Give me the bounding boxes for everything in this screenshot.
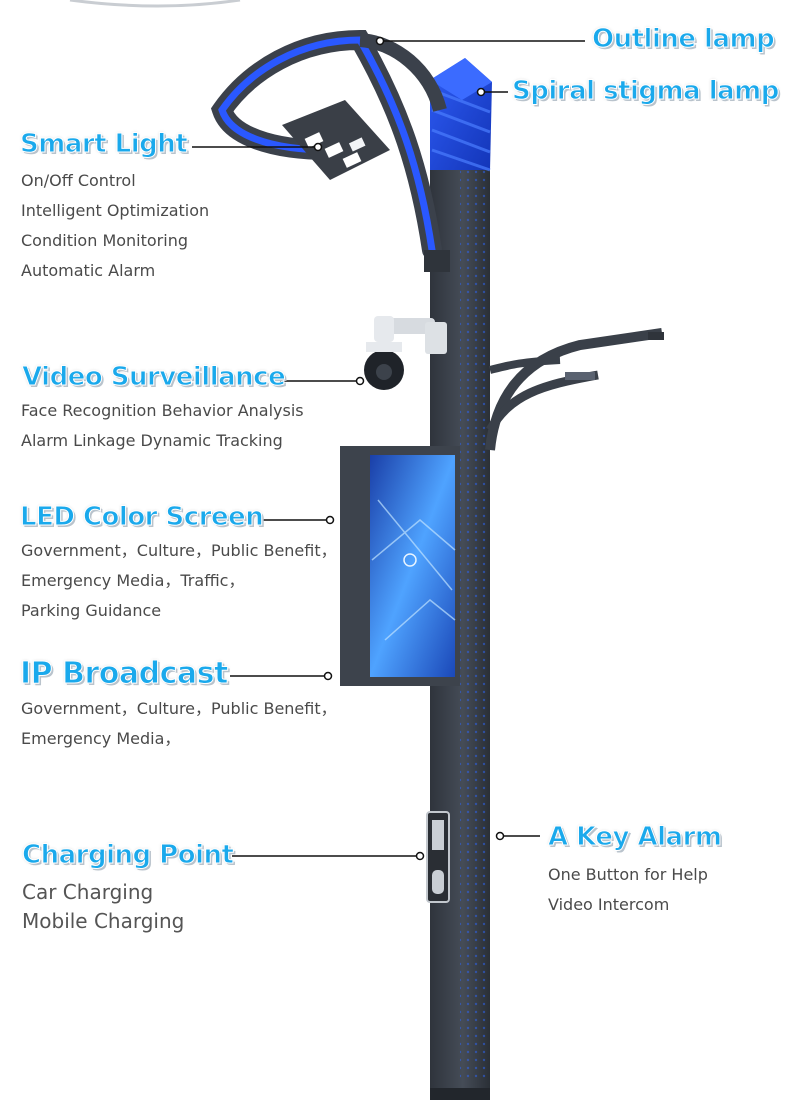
key-alarm-list: One Button for Help Video Intercom bbox=[548, 860, 708, 920]
list-item: Video Intercom bbox=[548, 895, 670, 914]
smart-light-head bbox=[282, 100, 390, 180]
top-arc-decoration bbox=[69, 0, 241, 8]
list-item: Parking Guidance bbox=[21, 601, 162, 620]
ip-broadcast-list: Government，Culture，Public Benefit， Emerg… bbox=[21, 694, 337, 754]
list-item: Mobile Charging bbox=[22, 909, 185, 933]
charging-point-list: Car Charging Mobile Charging bbox=[22, 878, 184, 936]
list-item: Condition Monitoring bbox=[21, 231, 188, 250]
list-item: Alarm Linkage Dynamic Tracking bbox=[21, 431, 283, 450]
smart-light-title: Smart Light bbox=[19, 129, 188, 160]
key-alarm-title: A Key Alarm bbox=[548, 822, 723, 853]
leader-lines bbox=[192, 40, 585, 857]
video-surveillance-title: Video Surveillance bbox=[21, 362, 286, 393]
list-item: Intelligent Optimization bbox=[21, 201, 210, 220]
list-item: Government，Culture，Public Benefit， bbox=[21, 541, 337, 560]
list-item: Emergency Media，Traffic， bbox=[21, 571, 245, 590]
video-surveillance-list: Face Recognition Behavior Analysis Alarm… bbox=[21, 396, 304, 456]
spiral-stigma-lamp-title: Spiral stigma lamp bbox=[512, 76, 780, 107]
charging-point-title: Charging Point bbox=[21, 840, 234, 871]
led-color-screen bbox=[340, 446, 460, 686]
charging-point-unit bbox=[426, 811, 450, 903]
list-item: Automatic Alarm bbox=[21, 261, 156, 280]
list-item: On/Off Control bbox=[21, 171, 136, 190]
smart-light-list: On/Off Control Intelligent Optimization … bbox=[21, 166, 209, 286]
list-item: Car Charging bbox=[22, 880, 154, 904]
list-item: Face Recognition Behavior Analysis bbox=[21, 401, 304, 420]
led-color-screen-title: LED Color Screen bbox=[19, 502, 264, 533]
spiral-stigma-lamp bbox=[430, 58, 492, 172]
list-item: Government，Culture，Public Benefit， bbox=[21, 699, 337, 718]
led-color-screen-list: Government，Culture，Public Benefit， Emerg… bbox=[21, 536, 337, 626]
ip-broadcast-title: IP Broadcast bbox=[20, 656, 229, 692]
list-item: Emergency Media， bbox=[21, 729, 181, 748]
outline-lamp-title: Outline lamp bbox=[591, 24, 775, 55]
outline-lamp-arm bbox=[210, 29, 450, 272]
list-item: One Button for Help bbox=[548, 865, 708, 884]
secondary-lamp-arm bbox=[485, 328, 664, 451]
surveillance-camera bbox=[364, 316, 447, 390]
leader-dots bbox=[313, 36, 505, 861]
